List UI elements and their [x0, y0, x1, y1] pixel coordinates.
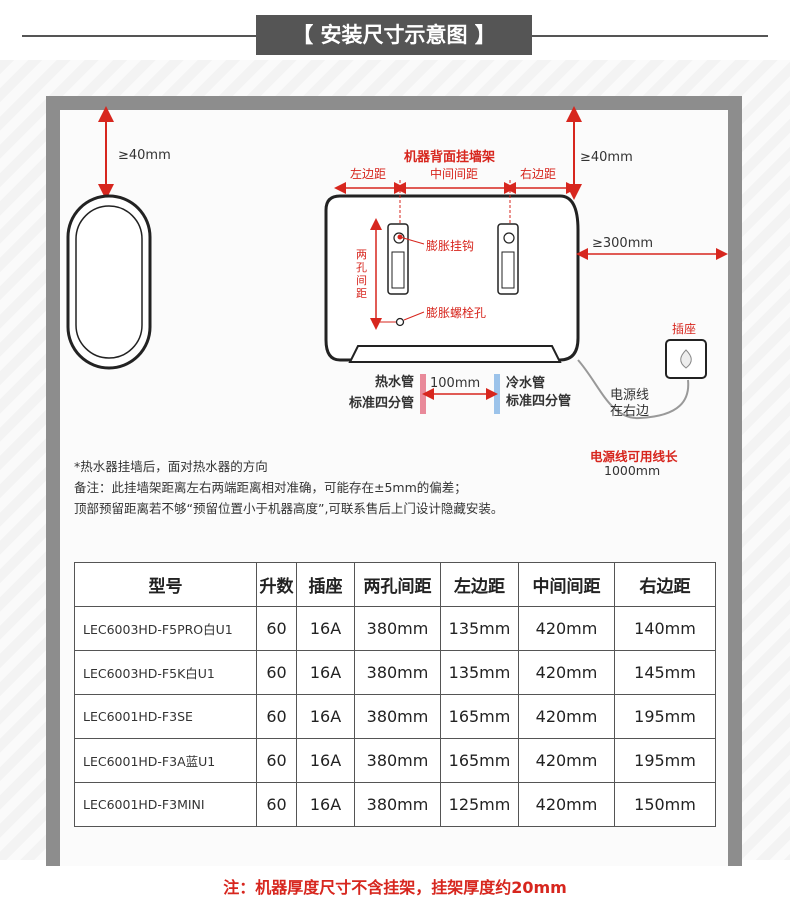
- heater-bottom-panel: [348, 345, 562, 363]
- right-clearance-label: ≥300mm: [592, 236, 654, 251]
- power-length-value: 1000mm: [604, 463, 661, 478]
- expansion-bolt-label: 膨胀螺栓孔: [426, 306, 487, 320]
- cell-socket: 16A: [296, 650, 355, 695]
- cell-hole-spacing: 380mm: [354, 782, 441, 827]
- left-top-clearance: ≥40mm: [118, 148, 171, 163]
- header-hole-spacing: 两孔间距: [354, 562, 441, 607]
- cell-right-distance: 195mm: [614, 738, 716, 783]
- cold-pipe-title: 冷水管: [506, 376, 546, 391]
- expansion-hook-label: 膨胀挂钩: [426, 239, 475, 253]
- cell-center-distance: 420mm: [518, 694, 615, 739]
- note-reserve: 顶部预留距离若不够“预留位置小于机器高度”,可联系售后上门设计隐藏安装。: [74, 501, 504, 516]
- cell-model: LEC6001HD-F3MINI: [74, 782, 257, 827]
- header-right-distance: 右边距: [614, 562, 716, 607]
- hot-pipe-label: 热水管: [362, 374, 414, 391]
- cell-capacity: 60: [256, 606, 297, 651]
- power-line-label-2: 在右边: [610, 404, 650, 419]
- header-socket: 插座: [296, 562, 355, 607]
- pipe-spacing-label: 100mm: [430, 376, 481, 391]
- cell-socket: 16A: [296, 694, 355, 739]
- cell-hole-spacing: 380mm: [354, 606, 441, 651]
- socket-label: 插座: [672, 322, 697, 336]
- hot-pipe: [420, 374, 426, 414]
- cell-socket: 16A: [296, 782, 355, 827]
- cell-socket: 16A: [296, 738, 355, 783]
- cell-hole-spacing: 380mm: [354, 694, 441, 739]
- header-center-distance: 中间间距: [518, 562, 615, 607]
- cell-right-distance: 145mm: [614, 650, 716, 695]
- hot-pipe-spec: 标准四分管: [348, 396, 414, 411]
- cell-hole-spacing: 380mm: [354, 738, 441, 783]
- table-row: LEC6001HD-F3SE 60 16A 380mm 165mm 420mm …: [74, 694, 716, 739]
- bolt-hole: [395, 317, 405, 327]
- cell-capacity: 60: [256, 694, 297, 739]
- cold-pipe: [494, 374, 500, 414]
- cell-capacity: 60: [256, 650, 297, 695]
- header-left-distance: 左边距: [440, 562, 519, 607]
- cell-center-distance: 420mm: [518, 650, 615, 695]
- cell-capacity: 60: [256, 738, 297, 783]
- footer-note: 注：机器厚度尺寸不含挂架，挂架厚度约20mm: [223, 878, 567, 897]
- cell-center-distance: 420mm: [518, 738, 615, 783]
- cell-left-distance: 165mm: [440, 738, 519, 783]
- right-distance-label: 右边距: [520, 167, 557, 181]
- cell-hole-spacing: 380mm: [354, 650, 441, 695]
- table-row: LEC6001HD-F3MINI 60 16A 380mm 125mm 420m…: [74, 782, 716, 827]
- cell-left-distance: 135mm: [440, 650, 519, 695]
- table-row: LEC6003HD-F5K白U1 60 16A 380mm 135mm 420m…: [74, 650, 716, 695]
- cell-capacity: 60: [256, 782, 297, 827]
- cell-right-distance: 195mm: [614, 694, 716, 739]
- cell-model: LEC6003HD-F5PRO白U1: [74, 606, 257, 651]
- cell-model: LEC6003HD-F5K白U1: [74, 650, 257, 695]
- cell-center-distance: 420mm: [518, 606, 615, 651]
- cell-model: LEC6001HD-F3SE: [74, 694, 257, 739]
- cell-model: LEC6001HD-F3A蓝U1: [74, 738, 257, 783]
- cell-right-distance: 140mm: [614, 606, 716, 651]
- note-direction: *热水器挂墙后，面对热水器的方向: [74, 459, 268, 474]
- power-cord: [577, 359, 690, 420]
- cell-center-distance: 420mm: [518, 782, 615, 827]
- cell-left-distance: 165mm: [440, 694, 519, 739]
- page-title: 【 安装尺寸示意图 】: [256, 15, 532, 55]
- cold-pipe-spec: 标准四分管: [506, 394, 572, 409]
- power-length-label: 电源线可用线长: [590, 449, 678, 464]
- cell-left-distance: 135mm: [440, 606, 519, 651]
- right-top-clearance: ≥40mm: [580, 150, 633, 165]
- center-distance-label: 中间间距: [430, 167, 479, 181]
- header-model: 型号: [74, 562, 257, 607]
- side-view-heater: [66, 194, 152, 370]
- table-row: LEC6001HD-F3A蓝U1 60 16A 380mm 165mm 420m…: [74, 738, 716, 783]
- left-hook: [387, 223, 409, 295]
- spec-table: 型号 升数 插座 两孔间距 左边距 中间间距 右边距 LEC6003HD-F5P…: [74, 562, 716, 827]
- hot-pipe-title: 热水管: [374, 375, 414, 390]
- installation-diagram: [66, 106, 728, 420]
- table-header-row: 型号 升数 插座 两孔间距 左边距 中间间距 右边距: [74, 562, 716, 607]
- hole-spacing-label: 两孔间距: [356, 248, 367, 300]
- cell-left-distance: 125mm: [440, 782, 519, 827]
- left-distance-label: 左边距: [350, 167, 387, 181]
- header-capacity: 升数: [256, 562, 297, 607]
- bracket-title: 机器背面挂墙架: [404, 150, 496, 165]
- right-hook: [497, 223, 519, 295]
- note-remark: 备注：此挂墙架距离左右两端距离相对准确，可能存在±5mm的偏差；: [74, 480, 467, 495]
- table-row: LEC6003HD-F5PRO白U1 60 16A 380mm 135mm 42…: [74, 606, 716, 651]
- cell-right-distance: 150mm: [614, 782, 716, 827]
- cell-socket: 16A: [296, 606, 355, 651]
- power-line-label-1: 电源线: [610, 388, 650, 403]
